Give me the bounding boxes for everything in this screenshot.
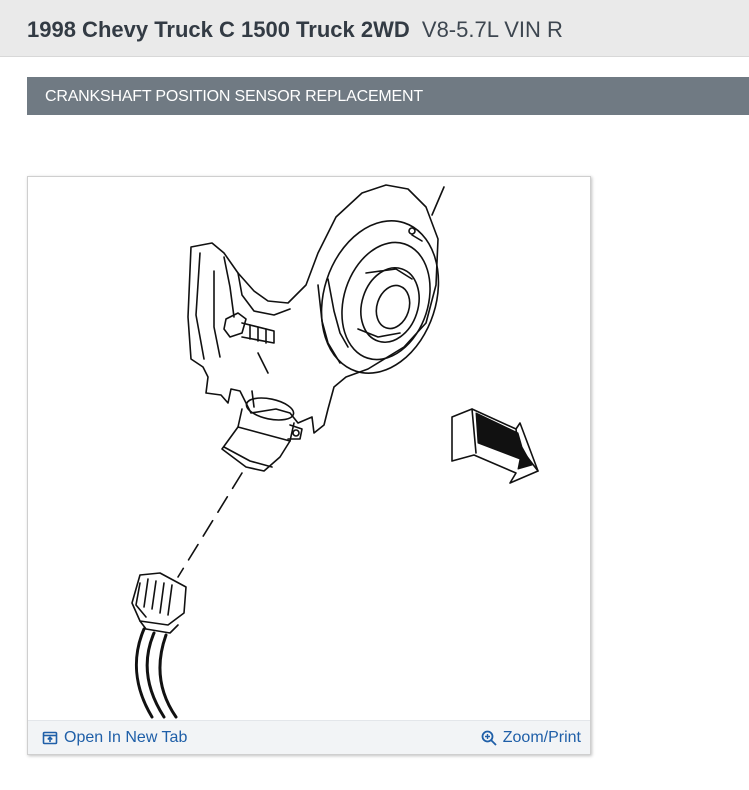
vehicle-name: 1998 Chevy Truck C 1500 Truck 2WD [27, 17, 410, 42]
magnifier-icon [481, 730, 497, 746]
zoom-print-label: Zoom/Print [502, 729, 581, 746]
engine-spec: V8-5.7L VIN R [421, 17, 563, 42]
figure-card: Open In New Tab Zoom/Print [27, 176, 591, 755]
section-title: CRANKSHAFT POSITION SENSOR REPLACEMENT [45, 88, 423, 105]
mounting-stud [223, 312, 275, 344]
section-header: CRANKSHAFT POSITION SENSOR REPLACEMENT [27, 77, 749, 115]
zoom-print-button[interactable]: Zoom/Print [481, 729, 581, 747]
front-direction-arrow-icon [451, 408, 539, 484]
open-in-new-tab-label: Open In New Tab [64, 729, 188, 746]
engine-front-cover [187, 184, 445, 434]
alignment-line [177, 472, 243, 578]
crankshaft-balancer [320, 220, 440, 374]
open-in-new-tab-icon [42, 731, 58, 745]
open-in-new-tab-button[interactable]: Open In New Tab [42, 729, 187, 747]
sensor-connector [131, 572, 187, 634]
figure-toolbar: Open In New Tab Zoom/Print [28, 720, 590, 754]
vehicle-title: 1998 Chevy Truck C 1500 Truck 2WD V8-5.7… [27, 16, 563, 44]
sensor-wires [134, 627, 178, 719]
page-header: 1998 Chevy Truck C 1500 Truck 2WD V8-5.7… [0, 0, 749, 57]
crankshaft-position-sensor [221, 397, 303, 472]
crankshaft-sensor-illustration[interactable] [28, 177, 590, 722]
